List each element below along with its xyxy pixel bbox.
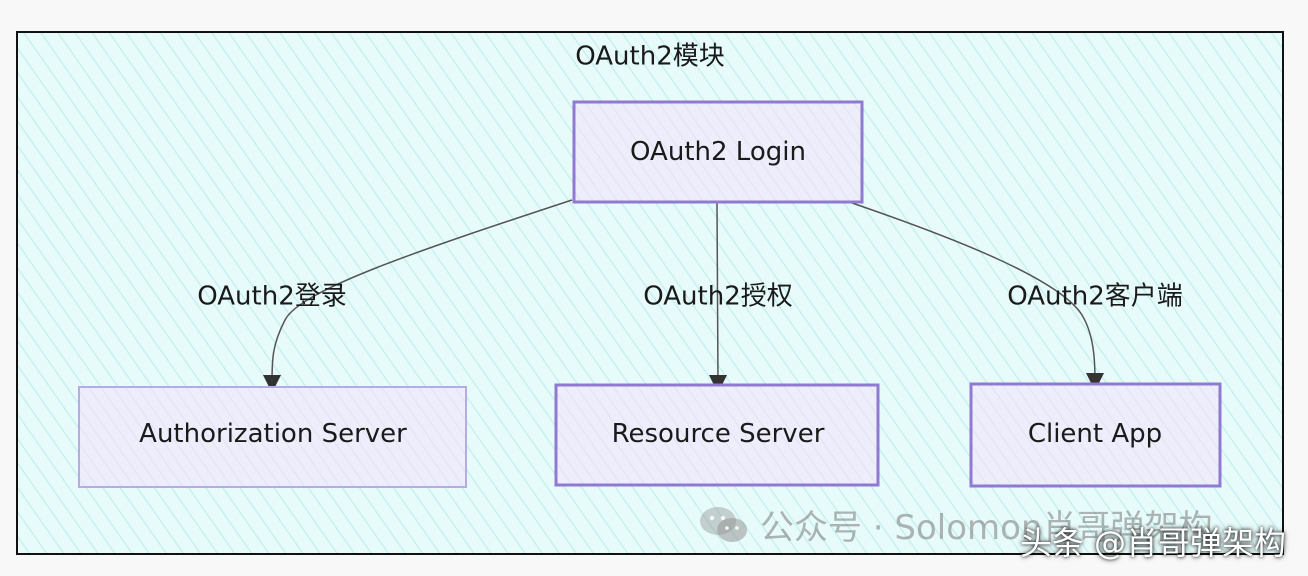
edge-login-to-resource bbox=[708, 202, 727, 393]
node-client-app bbox=[969, 382, 1222, 488]
group-title: OAuth2模块 bbox=[575, 41, 725, 72]
edge-label-authorize: OAuth2授权 bbox=[643, 281, 793, 312]
edge-login-to-client bbox=[851, 202, 1104, 391]
node-label-client-app: Client App bbox=[1027, 419, 1163, 449]
node-resource-server bbox=[554, 383, 880, 487]
watermark: 公众号 · Solomon肖哥弹架构 bbox=[698, 500, 1213, 549]
node-oauth2-login bbox=[572, 100, 864, 204]
node-label-authorization-server: Authorization Server bbox=[139, 419, 407, 449]
watermark-text: 公众号 · Solomon肖哥弹架构 bbox=[760, 508, 1213, 548]
node-authorization-server bbox=[78, 386, 467, 488]
edge-label-client: OAuth2客户端 bbox=[1007, 281, 1183, 312]
edge-login-to-auth bbox=[263, 199, 573, 393]
wechat-icon bbox=[698, 504, 750, 546]
footer-credit: 头条 @肖哥弹架构 bbox=[1019, 524, 1286, 562]
node-label-resource-server: Resource Server bbox=[611, 419, 825, 449]
node-label-login: OAuth2 Login bbox=[630, 137, 806, 167]
edge-label-login: OAuth2登录 bbox=[197, 281, 347, 312]
